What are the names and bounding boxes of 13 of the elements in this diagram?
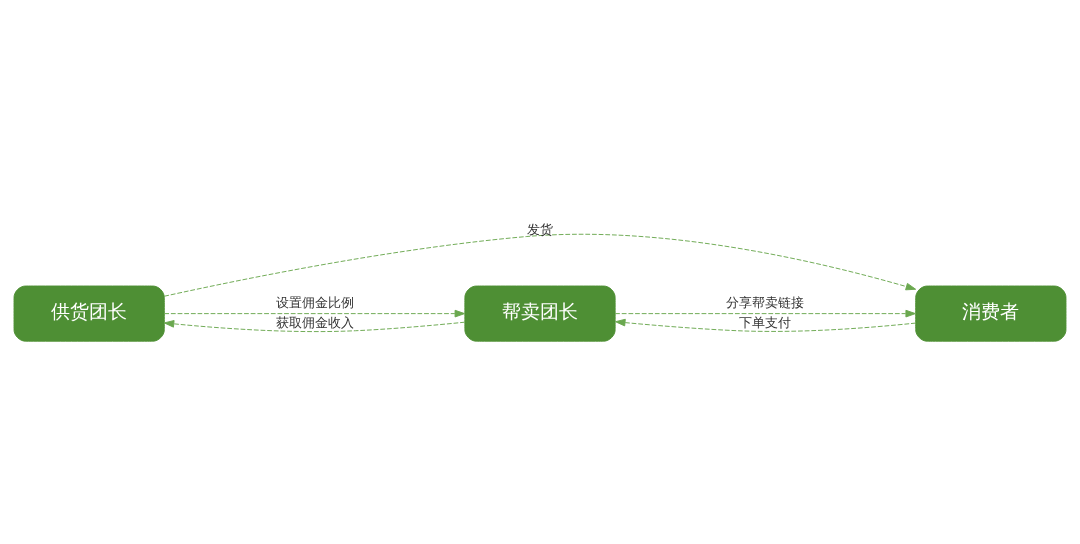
arrow	[163, 309, 466, 318]
arrow	[163, 233, 917, 297]
edge-label: 发货	[527, 221, 553, 237]
edge-label: 获取佣金收入	[275, 315, 354, 331]
edge-label: 分享帮卖链接	[726, 295, 805, 311]
edge-label: 下单支付	[739, 315, 792, 331]
node-box: 消费者	[915, 285, 1067, 342]
node-box: 帮卖团长	[464, 285, 616, 342]
arrow	[163, 320, 466, 333]
node-box: 供货团长	[13, 285, 165, 342]
arrow	[614, 309, 916, 318]
arrow	[615, 318, 917, 332]
edge-label: 设置佣金比例	[275, 295, 354, 311]
